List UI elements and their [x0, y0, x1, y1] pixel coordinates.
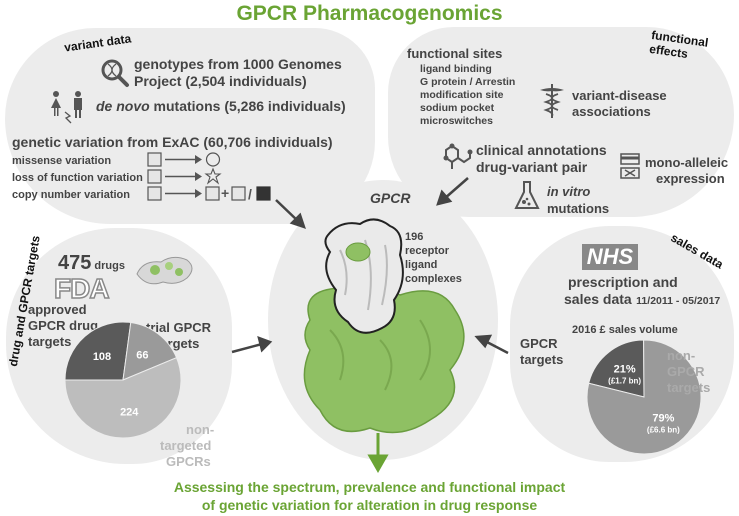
sales-pie-chart: 21%(£1.7 bn) 79%(£6.6 bn) — [586, 339, 702, 455]
invitro-italic: in vitro — [547, 184, 591, 199]
pie-slice — [586, 339, 702, 455]
conclusion-line1: Assessing the spectrum, prevalence and f… — [173, 479, 566, 495]
pie-slice — [64, 357, 182, 439]
variant-panel — [5, 28, 375, 224]
exac-line: genetic variation from ExAC (60,706 indi… — [12, 134, 333, 150]
flask-icon — [514, 181, 540, 209]
site-microswitches: microswitches — [420, 115, 493, 127]
conclusion-line2: of genetic variation for alteration in d… — [201, 497, 538, 513]
missense-label: missense variation — [12, 155, 112, 167]
pie-data-label: 21% — [614, 363, 636, 375]
non-gpcr-line2: GPCR — [667, 364, 705, 379]
site-sodium: sodium pocket — [420, 102, 495, 114]
nhs-logo: NHS — [582, 244, 638, 270]
non-gpcr-line3: targets — [667, 380, 711, 395]
mono-line2: expression — [656, 171, 725, 186]
arrow-drug — [231, 342, 263, 354]
family-icon — [51, 91, 82, 124]
pie-slice — [122, 321, 178, 381]
presc-sales: sales data — [564, 291, 632, 307]
drug-count-line: 475 drugs — [58, 252, 125, 275]
nontargeted-line1: non- — [186, 422, 215, 437]
pie-data-label: 79% — [652, 413, 674, 425]
pie-sub-label: (£1.7 bn) — [608, 376, 641, 385]
approved-line3: targets — [28, 334, 72, 349]
gpcr-structure-illustration — [303, 218, 465, 434]
presc-line2: sales data 11/2011 - 05/2017 — [564, 291, 720, 309]
approved-line2: GPCR drug — [28, 318, 99, 333]
sites-title: functional sites — [407, 46, 503, 61]
genomes-line2: Project (2,504 individuals) — [134, 73, 307, 89]
approved-line1: approved — [28, 302, 87, 317]
drug-pie-chart: 108 66 224 — [64, 321, 182, 439]
svg-text:/: / — [248, 186, 252, 202]
pie-slice — [64, 321, 132, 381]
non-gpcr-line1: non- — [667, 348, 696, 363]
clinical-line2: drug-variant pair — [476, 159, 588, 175]
drug-molecule-illustration — [136, 256, 193, 285]
fda-logo: FDA — [53, 272, 110, 305]
disease-line1: variant-disease — [572, 88, 667, 103]
cnv-symbol: + / — [147, 185, 271, 202]
pie-data-label: 224 — [120, 406, 139, 418]
denovo-rest: mutations (5,286 individuals) — [149, 98, 346, 114]
mono-line1: mono-alleleic — [645, 155, 729, 170]
arrow-sales — [484, 339, 509, 355]
lof-symbol — [147, 167, 222, 185]
site-modification: modification site — [420, 89, 504, 101]
nontargeted-line2: targeted — [160, 438, 212, 453]
site-ligand: ligand binding — [420, 63, 492, 75]
molecule-icon — [443, 143, 473, 169]
missense-symbol — [147, 152, 221, 167]
trial-line1: trial GPCR — [146, 320, 212, 335]
nontargeted-line3: GPCRs — [166, 454, 211, 469]
presc-line1: prescription and — [568, 274, 678, 290]
site-gprotein: G protein / Arrestin — [420, 76, 516, 88]
arrow-functional — [443, 177, 469, 200]
disease-line2: associations — [572, 104, 651, 119]
drug-count-suffix: drugs — [91, 260, 125, 272]
lof-label: loss of function variation — [12, 172, 143, 184]
gpcr-targets-line2: targets — [520, 352, 564, 367]
complexes-line2: receptor — [405, 245, 450, 257]
conclusion-text: Assessing the spectrum, prevalence and f… — [0, 478, 739, 514]
sales-volume-label: 2016 £ sales volume — [572, 324, 678, 336]
allele-expression-icon — [620, 153, 640, 179]
pie-slice — [588, 339, 645, 398]
svg-text:+: + — [221, 185, 229, 201]
genomes-line1: genotypes from 1000 Genomes — [134, 56, 342, 72]
pie-data-label: 66 — [136, 350, 148, 362]
complexes-line1: 196 — [405, 231, 424, 243]
complexes-line3: ligand — [405, 259, 438, 271]
functional-panel — [388, 27, 734, 217]
cnv-label: copy number variation — [12, 189, 130, 201]
gpcr-label: GPCR — [370, 190, 411, 206]
caduceus-icon — [540, 84, 564, 118]
invitro-rest: mutations — [547, 201, 610, 216]
pie-sub-label: (£6.6 bn) — [647, 426, 680, 435]
drug-count: 475 — [58, 252, 92, 274]
clinical-line1: clinical annotations — [476, 142, 607, 158]
denovo-italic: de novo — [96, 98, 150, 114]
denovo-line: de novo mutations (5,286 individuals) — [96, 98, 346, 114]
dna-search-icon — [101, 59, 129, 87]
complexes-line4: complexes — [405, 273, 462, 285]
presc-dates: 11/2011 - 05/2017 — [636, 295, 721, 307]
page-title: GPCR Pharmacogenomics — [236, 2, 503, 25]
variation-symbols: + / — [147, 152, 271, 202]
gpcr-targets-line1: GPCR — [520, 336, 558, 351]
pie-data-label: 108 — [93, 351, 111, 363]
